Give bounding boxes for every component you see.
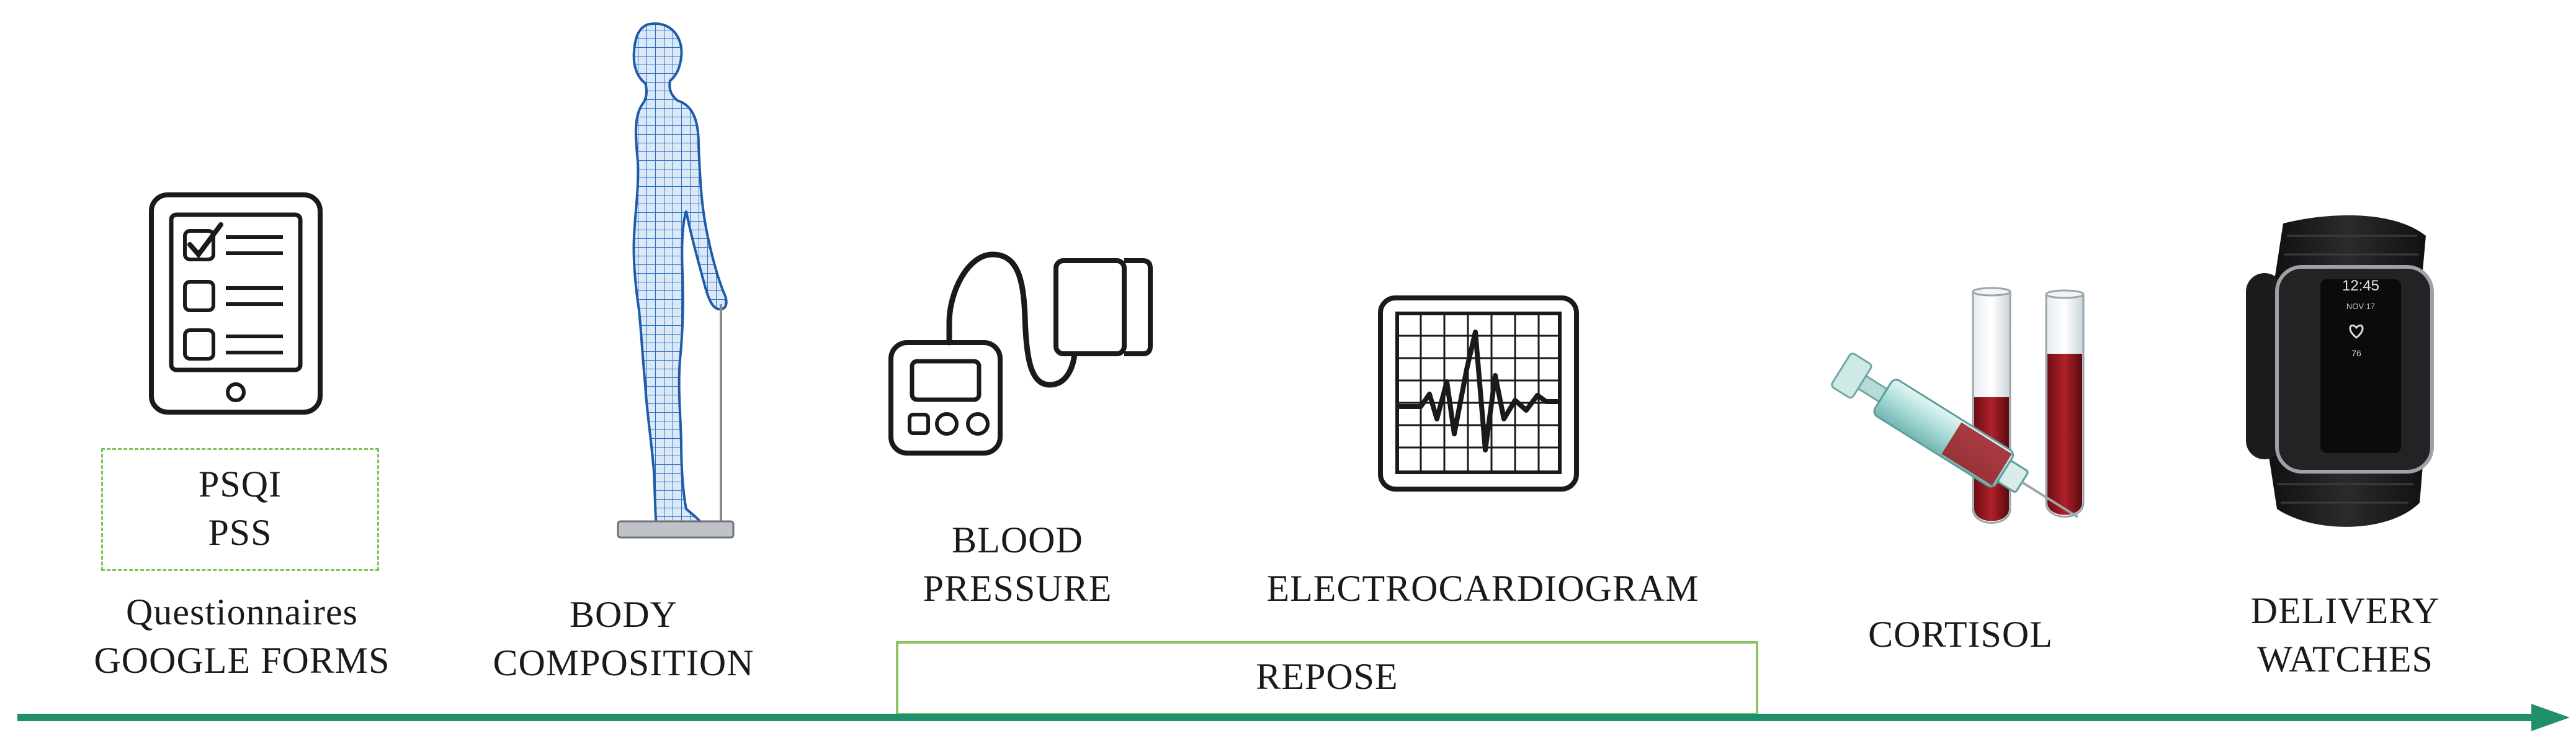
delivery-label: DELIVERY (2250, 590, 2440, 631)
blood-pressure-monitor-icon (888, 251, 1153, 456)
psqi-label: PSQI (198, 464, 282, 505)
ecg-label: ELECTROCARDIOGRAM (1266, 568, 1699, 609)
tablet-checklist-icon (149, 192, 323, 415)
heart-icon (2349, 324, 2364, 339)
repose-label: REPOSE (1256, 656, 1398, 697)
pressure-label: PRESSURE (923, 568, 1112, 609)
ecg-monitor-icon (1378, 295, 1579, 492)
questionnaires-label: Questionnaires (126, 591, 358, 632)
composition-label: COMPOSITION (493, 642, 754, 683)
watch-time: 12:45 (2342, 277, 2379, 294)
blood-label: BLOOD (952, 519, 1083, 560)
body-label: BODY (569, 594, 678, 635)
cortisol-label: CORTISOL (1868, 614, 2053, 655)
timeline-arrow (17, 704, 2570, 731)
fitness-watch-icon: 12:45 NOV 17 76 (2246, 215, 2434, 527)
syringe-test-tubes-icon (1831, 287, 2085, 524)
google-forms-label: GOOGLE FORMS (94, 640, 390, 681)
watch-date: NOV 17 (2346, 302, 2375, 311)
human-body-mesh-icon (617, 22, 735, 539)
pss-label: PSS (208, 512, 272, 553)
watches-label: WATCHES (2257, 639, 2433, 680)
psqi-pss-box (101, 448, 379, 571)
watch-heart-rate: 76 (2351, 348, 2361, 358)
